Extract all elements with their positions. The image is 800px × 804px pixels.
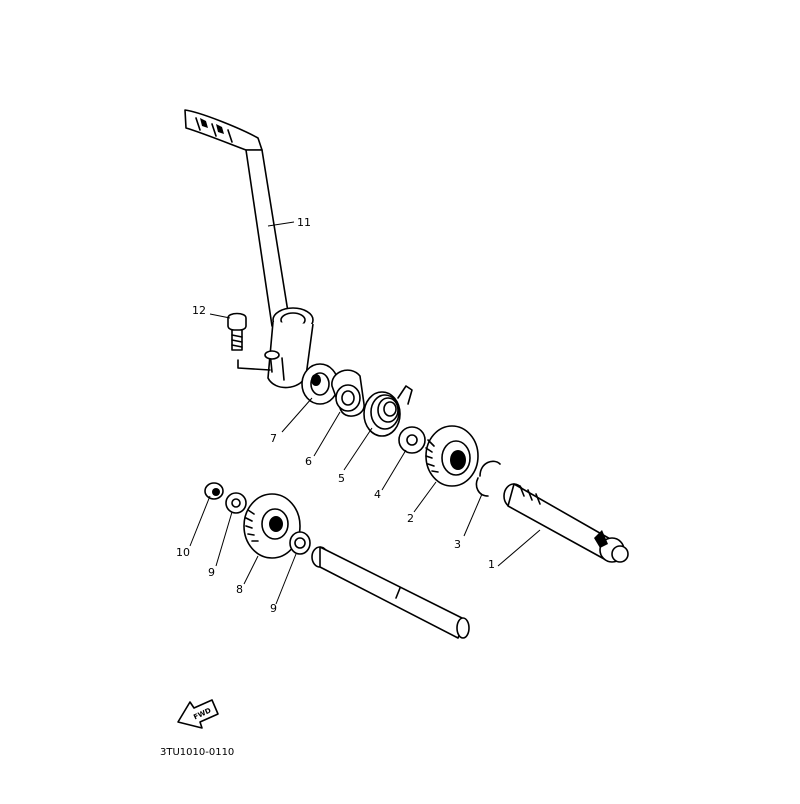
washer: [398, 426, 426, 454]
callout-3: 3: [454, 538, 461, 551]
callout-9-lower: 9: [270, 602, 277, 615]
kick-gear: [425, 425, 479, 487]
clip: [204, 482, 224, 500]
drawing-code: 3TU1010-0110: [160, 747, 234, 758]
callout-11: 11: [297, 216, 311, 229]
callout-9-upper: 9: [208, 566, 215, 579]
fwd-arrow-icon: FWD: [177, 699, 219, 729]
washer: [225, 492, 247, 514]
circlip: [475, 460, 501, 497]
callout-5: 5: [338, 472, 345, 485]
countershaft: [311, 546, 470, 639]
kick-shaft: [503, 483, 629, 563]
torsion-spring: [363, 385, 413, 437]
callout-4: 4: [374, 488, 381, 501]
idler-gear: [243, 493, 301, 559]
leader-lines: [189, 221, 541, 605]
callout-12: 12: [192, 304, 206, 317]
callout-7: 7: [270, 432, 277, 445]
kick-crank-lever: [184, 109, 314, 389]
callout-1: 1: [488, 558, 495, 571]
callout-2: 2: [407, 512, 414, 525]
bolt: [227, 312, 247, 351]
callouts: 11 12 7 6 5 4 2 3 1 10 9 8 9: [176, 216, 495, 615]
washer: [289, 531, 311, 555]
oil-seal: [301, 363, 339, 405]
collar: [331, 369, 365, 417]
callout-6: 6: [305, 455, 312, 468]
callout-8: 8: [236, 583, 243, 596]
callout-10: 10: [176, 546, 190, 559]
